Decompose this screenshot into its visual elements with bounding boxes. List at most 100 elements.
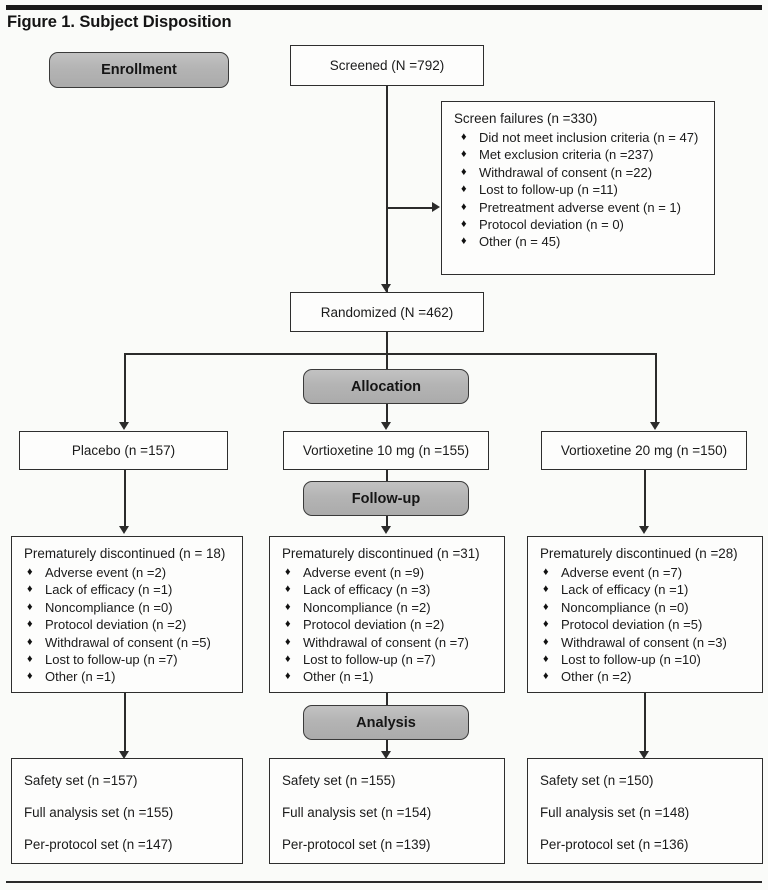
stage-banner-followup: Follow-up xyxy=(303,481,469,516)
discontinued-header-1: Prematurely discontinued (n = 18) xyxy=(24,546,226,561)
arrowhead-arm-2 xyxy=(381,422,391,430)
list-item: ♦Other (n =2) xyxy=(539,668,751,685)
analysis-line: Full analysis set (n =154) xyxy=(282,805,432,820)
box-randomized: Randomized (N =462) xyxy=(290,292,484,332)
screen-failures-list: ♦ Did not meet inclusion criteria (n = 47… xyxy=(453,129,703,251)
bullet-icon: ♦ xyxy=(27,600,33,613)
connector-drop-arm-3 xyxy=(655,353,657,424)
arm-3-label: Vortioxetine 20 mg (n =150) xyxy=(560,443,728,458)
arm-1-label: Placebo (n =157) xyxy=(71,443,176,458)
bullet-icon: ♦ xyxy=(543,653,549,666)
list-item-label: Other (n = 45) xyxy=(479,234,561,250)
arrowhead-discontinued-3 xyxy=(639,526,649,534)
box-discontinued-arm-2: Prematurely discontinued (n =31) ♦Advers… xyxy=(269,536,505,693)
list-item: ♦Protocol deviation (n =2) xyxy=(281,616,493,633)
list-item-label: Lack of efficacy (n =1) xyxy=(45,582,173,598)
bullet-icon: ♦ xyxy=(543,583,549,596)
list-item: ♦ Adverse event (n =2) xyxy=(23,564,231,581)
list-item-label: Lack of efficacy (n =1) xyxy=(561,582,689,598)
connector-to-screen-failures xyxy=(386,207,433,209)
list-item: ♦ Protocol deviation (n =2) xyxy=(23,616,231,633)
list-item-label: Adverse event (n =7) xyxy=(561,565,683,580)
connector-randomized-down xyxy=(386,332,388,354)
connector-drop-arm-1 xyxy=(124,353,126,424)
bullet-icon: ♦ xyxy=(27,635,33,648)
list-item: ♦Other (n =1) xyxy=(23,668,231,685)
bullet-icon: ♦ xyxy=(285,566,291,578)
list-item: ♦Other (n =1) xyxy=(281,668,493,685)
list-item: ♦ Noncompliance (n =2) xyxy=(281,599,493,616)
arrowhead-analysis-3 xyxy=(639,751,649,759)
list-item-label: Adverse event (n =2) xyxy=(45,565,167,580)
list-item-label: Noncompliance (n =0) xyxy=(561,599,689,615)
box-discontinued-arm-3: Prematurely discontinued (n =28) ♦ Advers… xyxy=(527,536,763,693)
list-item-label: Withdrawal of consent (n =22) xyxy=(479,164,653,180)
box-analysis-arm-2: Safety set (n =155) Full analysis set (n… xyxy=(269,758,505,864)
discontinued-list-1: ♦ Adverse event (n =2) ♦ Lack of efficacy … xyxy=(23,564,231,686)
list-item-label: Withdrawal of consent (n =7) xyxy=(303,634,469,650)
list-item-label: Withdrawal of consent (n =3) xyxy=(561,634,727,650)
list-item-label: Did not meet inclusion criteria (n = 47) xyxy=(479,130,699,145)
box-arm-3: Vortioxetine 20 mg (n =150) xyxy=(541,431,747,470)
list-item: ♦ Lack of efficacy (n =1) xyxy=(23,581,231,598)
randomized-label: Randomized (N =462) xyxy=(320,304,454,320)
list-item-label: Protocol deviation (n = 0) xyxy=(479,217,624,233)
analysis-line: Safety set (n =157) xyxy=(24,773,138,788)
bullet-icon: ♦ xyxy=(461,148,467,161)
stage-label-enrollment: Enrollment xyxy=(101,62,177,78)
list-item-label: Lack of efficacy (n =3) xyxy=(303,582,431,598)
arrowhead-discontinued-1 xyxy=(119,526,129,534)
arrowhead-arm-3 xyxy=(650,422,660,430)
analysis-line: Safety set (n =150) xyxy=(540,773,654,788)
list-item: ♦Withdrawal of consent (n =7) xyxy=(281,634,493,651)
arm-2-label: Vortioxetine 10 mg (n =155) xyxy=(302,443,470,458)
box-analysis-arm-1: Safety set (n =157) Full analysis set (n… xyxy=(11,758,243,864)
bullet-icon: ♦ xyxy=(461,218,467,231)
list-item-label: Withdrawal of consent (n =5) xyxy=(45,634,211,650)
list-item: ♦ Other (n = 45) xyxy=(453,233,703,250)
bullet-icon: ♦ xyxy=(27,583,33,596)
bullet-icon: ♦ xyxy=(461,200,467,213)
arrowhead-arm-1 xyxy=(119,422,129,430)
arrowhead-discontinued-2 xyxy=(381,526,391,534)
list-item-label: Noncompliance (n =2) xyxy=(303,599,431,615)
screen-failures-header: Screen failures (n =330) xyxy=(454,111,598,126)
stage-label-allocation: Allocation xyxy=(350,378,422,395)
box-arm-1: Placebo (n =157) xyxy=(19,431,228,470)
bullet-icon: ♦ xyxy=(27,618,33,631)
analysis-line: Per-protocol set (n =147) xyxy=(24,837,173,852)
list-item-label: Noncompliance (n =0) xyxy=(45,599,173,615)
arrowhead-analysis-1 xyxy=(119,751,129,759)
list-item: ♦Met exclusion criteria (n =237) xyxy=(453,146,703,163)
list-item: ♦Adverse event (n =9) xyxy=(281,564,493,581)
bullet-icon: ♦ xyxy=(285,600,291,613)
bullet-icon: ♦ xyxy=(27,566,33,578)
connector-arm-1-to-discontinued xyxy=(124,470,126,528)
box-screened: Screened (N =792) xyxy=(290,45,484,86)
list-item-label: Protocol deviation (n =2) xyxy=(45,617,187,633)
list-item: ♦Noncompliance (n =0) xyxy=(539,599,751,616)
list-item: ♦Did not meet inclusion criteria (n = 47… xyxy=(453,129,703,146)
bullet-icon: ♦ xyxy=(461,183,467,196)
screened-label: Screened (N =792) xyxy=(329,58,445,73)
list-item-label: Other (n =1) xyxy=(303,669,374,685)
discontinued-header-3: Prematurely discontinued (n =28) xyxy=(540,546,738,561)
list-item: ♦Lost to follow-up (n =10) xyxy=(539,651,751,668)
list-item: ♦ Lost to follow-up (n =7) xyxy=(281,651,493,668)
list-item: ♦ Lack of efficacy (n =1) xyxy=(539,581,751,598)
list-item: ♦Protocol deviation (n =5) xyxy=(539,616,751,633)
bullet-icon: ♦ xyxy=(461,235,467,248)
list-item-label: Lost to follow-up (n =7) xyxy=(303,652,436,668)
discontinued-list-3: ♦ Adverse event (n =7) ♦ Lack of efficacy … xyxy=(539,564,751,686)
box-analysis-arm-3: Safety set (n =150) Full analysis set (n… xyxy=(527,758,763,864)
discontinued-header-2: Prematurely discontinued (n =31) xyxy=(282,546,480,561)
list-item: ♦ Protocol deviation (n = 0) xyxy=(453,216,703,233)
box-discontinued-arm-1: Prematurely discontinued (n = 18) ♦ Adver… xyxy=(11,536,243,693)
stage-label-followup: Follow-up xyxy=(351,490,421,507)
list-item: ♦Withdrawal of consent (n =3) xyxy=(539,634,751,651)
box-screen-failures: Screen failures (n =330) ♦ Did not meet i… xyxy=(441,101,715,275)
list-item: ♦Lost to follow-up (n =7) xyxy=(23,651,231,668)
bullet-icon: ♦ xyxy=(285,653,291,666)
arrowhead-screen-failures xyxy=(432,202,440,212)
list-item: ♦Pretreatment adverse event (n = 1) xyxy=(453,199,703,216)
